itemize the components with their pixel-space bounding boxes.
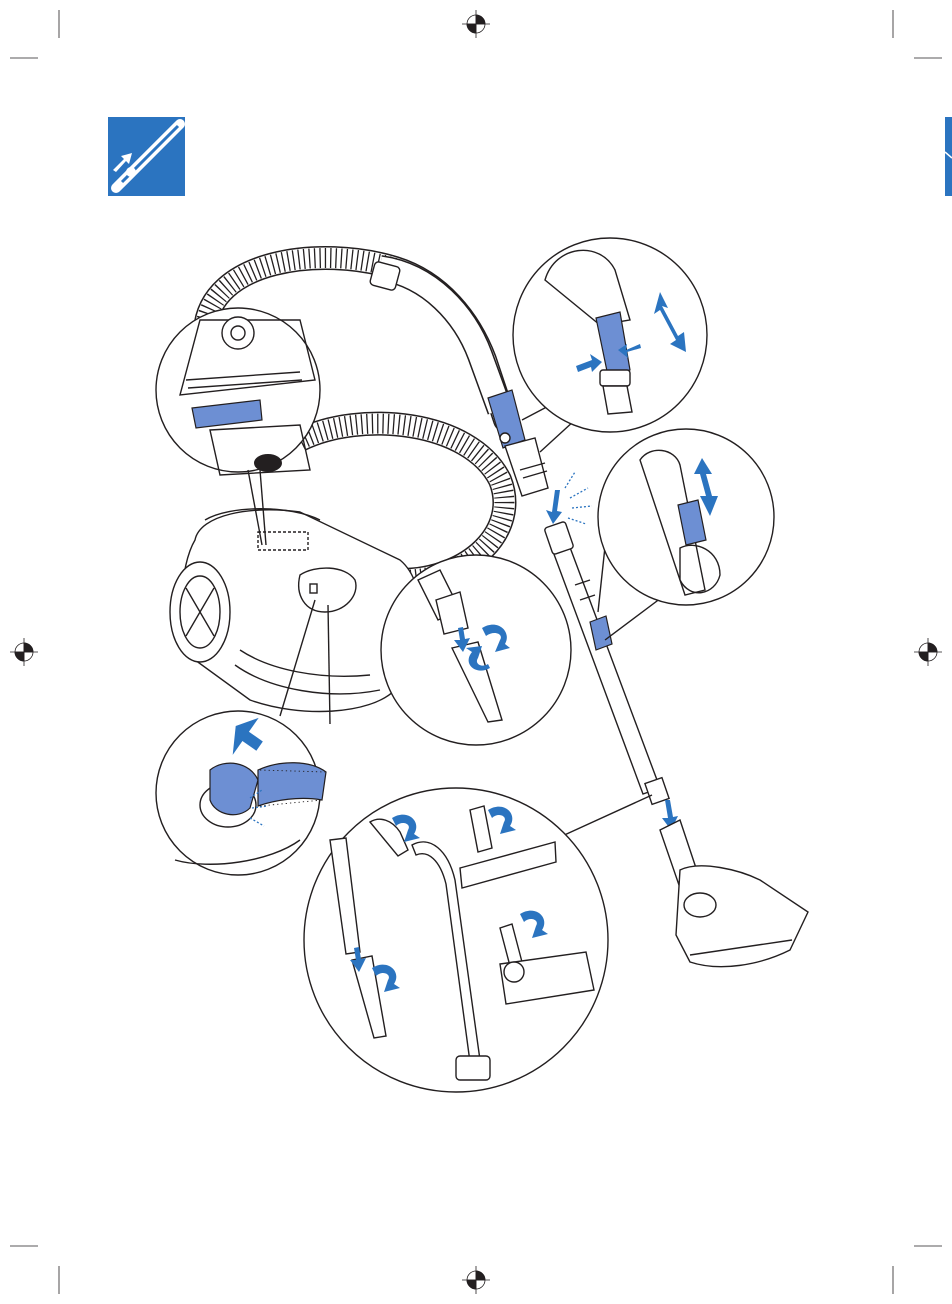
registration-mark-right [914,638,942,666]
tube-length-adjust-detail [598,429,774,640]
registration-mark-left [10,638,38,666]
registration-mark-top [462,10,490,38]
assembly-icon [108,117,185,196]
floor-nozzle [660,820,808,967]
vacuum-body [170,509,420,712]
crevice-tool-attach-detail [381,555,571,745]
registration-mark-bottom [462,1266,490,1294]
telescopic-tube-release-detail [513,238,707,452]
accessories-attach-detail [304,788,652,1092]
